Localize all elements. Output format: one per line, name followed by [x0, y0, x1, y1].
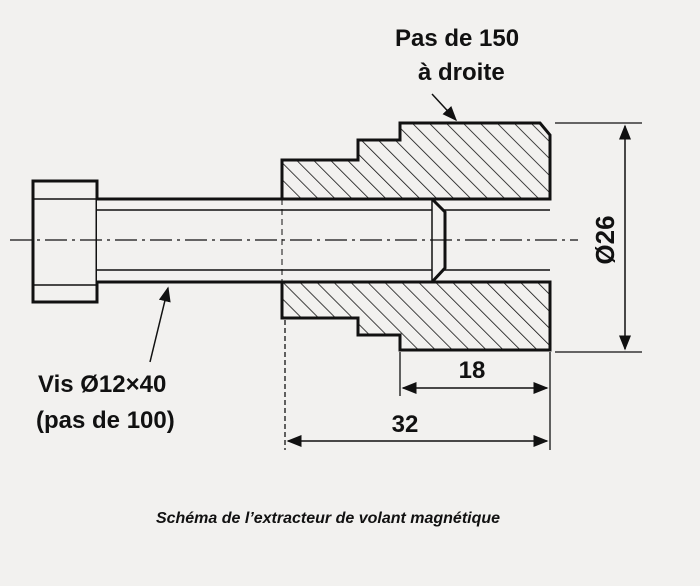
diameter-label: Ø26	[590, 215, 620, 264]
leader-screw	[149, 286, 171, 363]
caption: Schéma de l’extracteur de volant magnéti…	[156, 510, 500, 527]
nut-section-bottom	[280, 280, 552, 352]
length-18-label: 18	[459, 357, 486, 384]
thread-label-2: à droite	[418, 59, 505, 86]
screw-label-1: Vis Ø12×40	[38, 371, 166, 398]
screw-label-2: (pas de 100)	[36, 407, 175, 434]
length-32-label: 32	[392, 411, 419, 438]
leader-thread	[431, 93, 458, 122]
thread-label-1: Pas de 150	[395, 25, 519, 52]
nut-section-top	[280, 121, 552, 201]
